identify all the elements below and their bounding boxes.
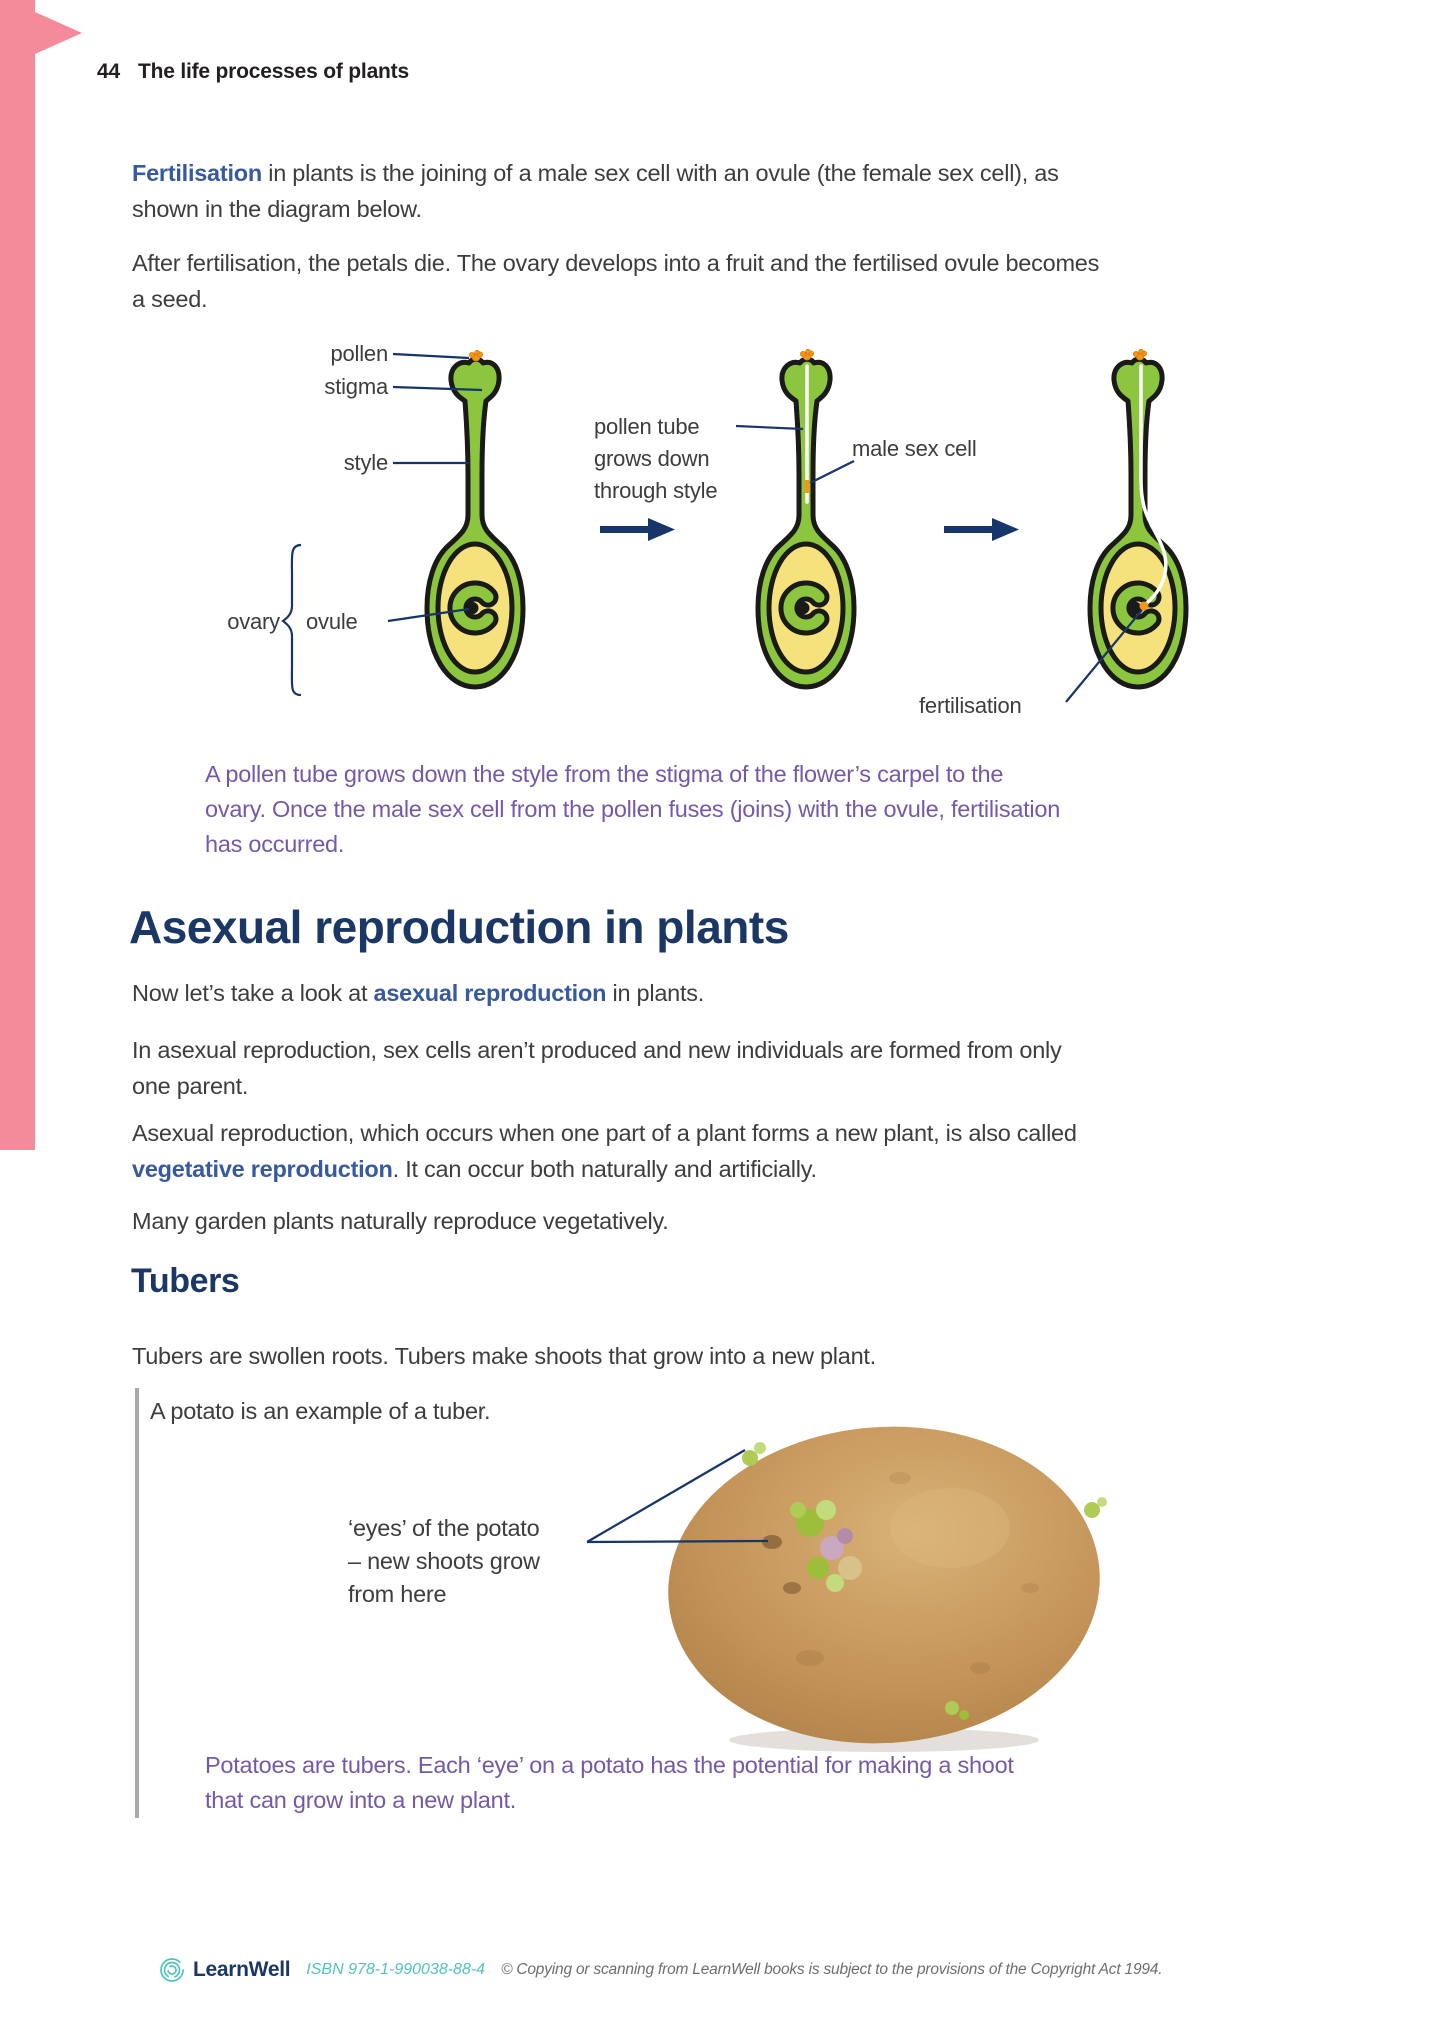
ovary-brace — [281, 543, 302, 697]
potato-image — [586, 1426, 1107, 1752]
learnwell-logo-icon — [160, 1958, 184, 1982]
isbn-text: ISBN 978-1-990038-88-4 — [306, 1961, 486, 1978]
label-ovule: ovule — [306, 609, 358, 634]
label-pollen-tube-line2: grows down — [594, 446, 709, 471]
paragraph-after-fertilisation: After fertilisation, the petals die. The… — [132, 250, 1100, 312]
potato-eyes-label: ‘eyes’ of the potato – new shoots grow f… — [348, 1515, 540, 1607]
pink-ribbon-arrow-icon — [35, 12, 82, 54]
label-style: style — [344, 450, 388, 475]
page-header: 44 The life processes of plants — [97, 60, 409, 84]
paragraph-now-lets-look: Now let’s take a look at asexual reprodu… — [132, 980, 705, 1006]
arrow-right-icon — [600, 518, 675, 541]
label-pollen-tube-line3: through style — [594, 478, 717, 503]
example-box-text: A potato is an example of a tuber. — [150, 1398, 491, 1424]
label-pollen-tube-line1: pollen tube — [594, 414, 699, 439]
footer: LearnWell ISBN 978-1-990038-88-4 © Copyi… — [158, 1956, 1163, 1984]
paragraph-fertilisation: Fertilisation in plants is the joining o… — [132, 160, 1059, 222]
pink-ribbon — [0, 0, 35, 1150]
label-stigma: stigma — [324, 374, 389, 399]
label-fertilisation: fertilisation — [919, 693, 1022, 718]
label-ovary: ovary — [227, 609, 280, 634]
fertilisation-diagram: pollen stigma style ovary ovule pollen t… — [227, 341, 1260, 718]
page-title: The life processes of plants — [137, 60, 409, 83]
diagram-caption: A pollen tube grows down the style from … — [205, 761, 1061, 857]
paragraph-tubers-intro: Tubers are swollen roots. Tubers make sh… — [132, 1343, 876, 1369]
copyright-text: © Copying or scanning from LearnWell boo… — [501, 1961, 1163, 1978]
paragraph-garden-plants: Many garden plants naturally reproduce v… — [132, 1208, 669, 1234]
arrow-right-icon — [944, 518, 1019, 541]
potato-sprouts — [742, 1442, 1107, 1720]
label-pollen: pollen — [330, 341, 388, 366]
subsection-heading-tubers: Tubers — [131, 1262, 240, 1300]
label-male-sex-cell: male sex cell — [852, 436, 977, 461]
learnwell-brand: LearnWell — [193, 1958, 291, 1981]
section-heading-asexual-reproduction: Asexual reproduction in plants — [129, 901, 789, 953]
example-box — [135, 1388, 1335, 1818]
paragraph-no-sex-cells: In asexual reproduction, sex cells aren’… — [132, 1037, 1062, 1099]
paragraph-vegetative: Asexual reproduction, which occurs when … — [132, 1120, 1077, 1182]
potato-caption: Potatoes are tubers. Each ‘eye’ on a pot… — [205, 1752, 1014, 1813]
page-number: 44 — [97, 60, 120, 83]
